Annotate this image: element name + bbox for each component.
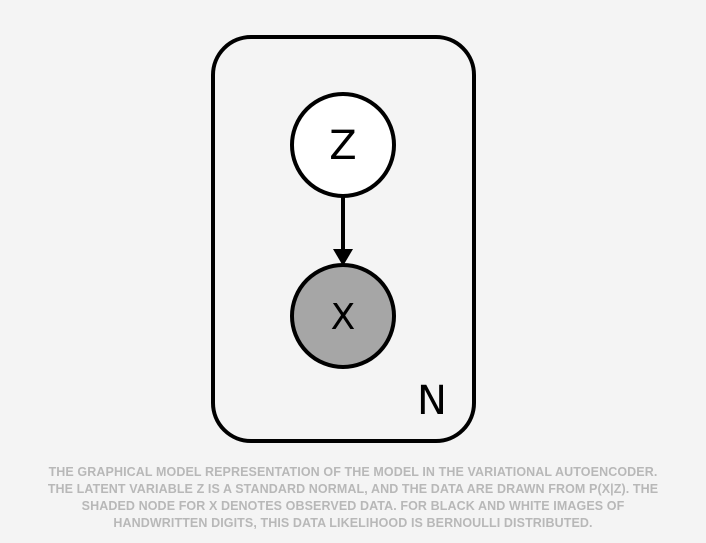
plate-box	[211, 35, 476, 443]
graphical-model-svg: N Z X	[211, 35, 476, 443]
latent-node-label: Z	[329, 123, 356, 169]
caption-line: The graphical model representation of th…	[48, 465, 658, 479]
latent-node-z	[290, 92, 396, 198]
observed-node-x	[290, 263, 396, 369]
arrowhead	[333, 249, 353, 266]
observed-node-label: X	[331, 297, 356, 338]
graphical-model-diagram: N Z X	[211, 35, 476, 443]
plate-label: N	[417, 378, 447, 424]
caption-line: shaded node for X denotes observed data.…	[81, 499, 625, 513]
caption-line: The latent variable z is a standard norm…	[47, 482, 659, 496]
figure-caption: The graphical model representation of th…	[8, 464, 698, 532]
caption-line: handwritten digits, this data likelihood…	[113, 516, 593, 530]
